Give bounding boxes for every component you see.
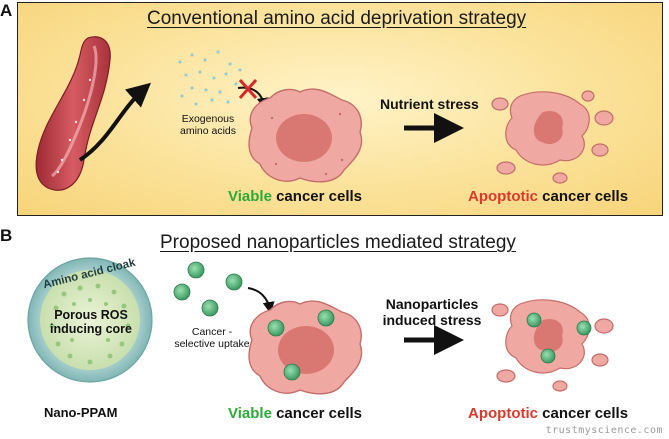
core-label-line1: Porous ROS [54, 308, 128, 322]
viable-cell-a [248, 88, 363, 183]
apoptotic-rest-b: cancer cells [542, 405, 629, 422]
amino-acid-dots [178, 50, 242, 106]
exogenous-label-line2: amino acids [179, 125, 237, 137]
apoptotic-word-b: Apoptotic [468, 405, 538, 422]
np-stress-label: Nanoparticles induced stress [380, 296, 484, 328]
viable-cell-b [248, 300, 363, 395]
blood-vessel-icon [35, 36, 111, 191]
watermark: trustmyscience.com [545, 425, 663, 436]
viable-cells-label-a: Viable cancer cells [228, 188, 362, 205]
viable-word-a: Viable [228, 188, 272, 205]
core-label-line2: inducing core [50, 322, 132, 336]
uptake-arrow [247, 287, 275, 314]
exogenous-label-line1: Exogenous [181, 113, 235, 125]
panel-a-title: Conventional amino acid deprivation stra… [147, 8, 527, 29]
uptake-label: Cancer - selective uptake [170, 326, 254, 350]
np-stress-line2: induced stress [382, 312, 482, 328]
panel-b-title: Proposed nanoparticles mediated strategy [160, 232, 516, 253]
uptake-label-line1: Cancer - [191, 326, 233, 338]
apoptotic-rest-a: cancer cells [542, 188, 629, 205]
nano-ppam-particle [27, 257, 153, 383]
apoptotic-cells-label-b: Apoptotic cancer cells [468, 405, 628, 422]
viable-rest-a: cancer cells [276, 188, 362, 205]
apoptotic-cell-b [491, 299, 614, 392]
viable-cells-label-b: Viable cancer cells [228, 405, 362, 422]
panel-b-letter: B [0, 226, 13, 245]
nano-ppam-label: Nano-PPAM [44, 405, 118, 420]
uptake-label-line2: selective uptake [174, 338, 250, 350]
exogenous-label: Exogenous amino acids [168, 113, 248, 137]
apoptotic-cell-a [491, 90, 614, 184]
np-stress-line1: Nanoparticles [385, 296, 479, 312]
apoptotic-word-a: Apoptotic [468, 188, 538, 205]
nanoparticle-group [173, 261, 243, 317]
panel-a-letter: A [0, 1, 13, 20]
core-label: Porous ROS inducing core [50, 308, 132, 336]
viable-word-b: Viable [228, 405, 272, 422]
block-x-icon [238, 79, 258, 99]
nutrient-stress-label: Nutrient stress [380, 96, 479, 112]
vessel-arrow [78, 82, 152, 162]
viable-rest-b: cancer cells [276, 405, 362, 422]
apoptotic-cells-label-a: Apoptotic cancer cells [468, 188, 628, 205]
